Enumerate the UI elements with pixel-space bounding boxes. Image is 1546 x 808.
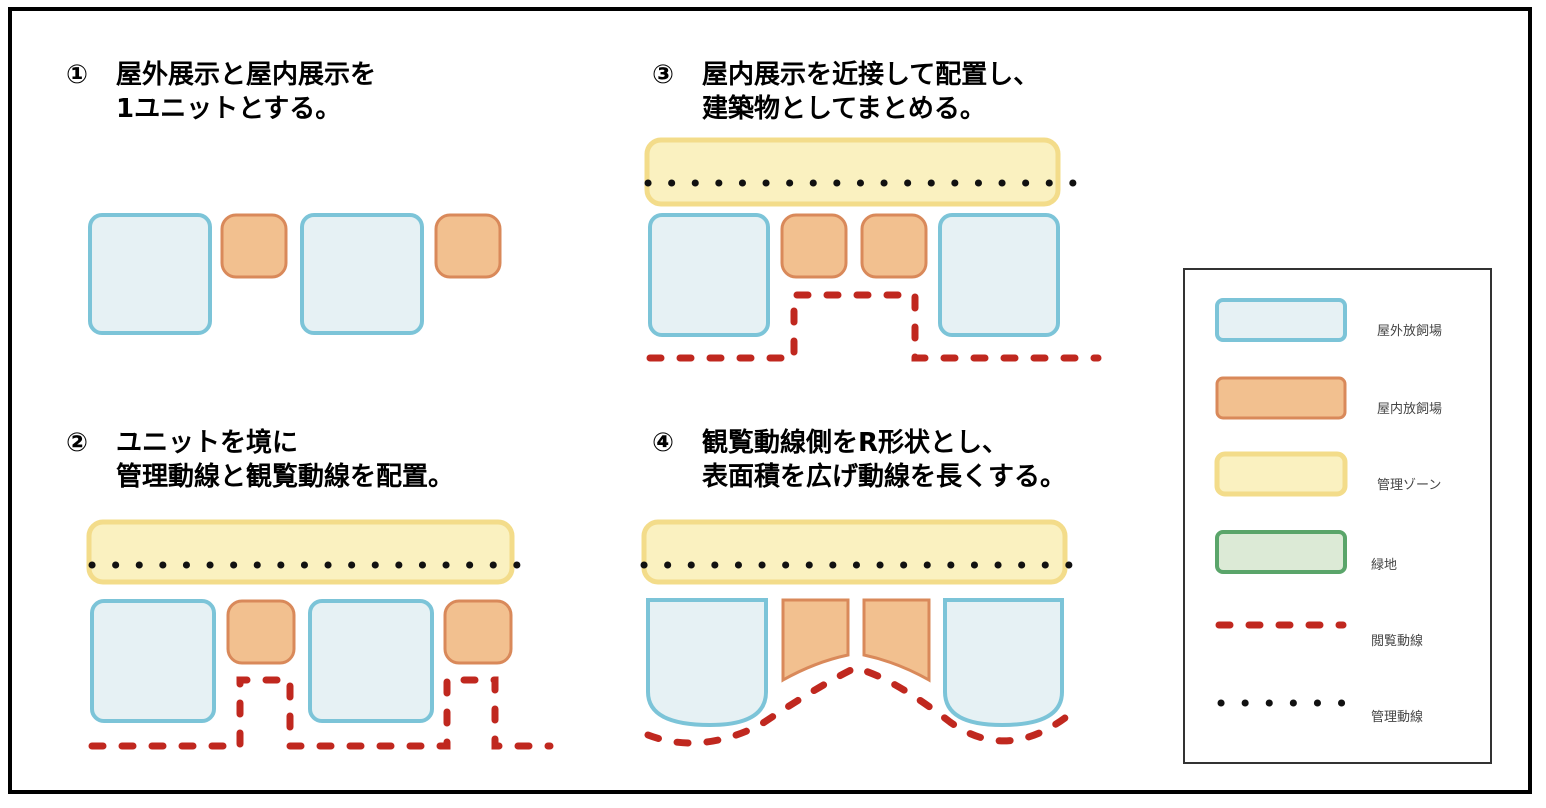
panel-1-line1: 屋外展示と屋内展示を	[116, 60, 377, 90]
panel-4-outdoor-enclosure-1	[646, 598, 768, 728]
panel-1-caption: ① 屋外展示と屋内展示を 1ユニットとする。	[66, 58, 376, 126]
panel-3-outdoor-enclosure-2	[938, 213, 1060, 337]
panel-2-management-zone	[86, 519, 515, 585]
panel-2-number: ②	[66, 428, 89, 458]
legend-green-swatch	[1215, 530, 1347, 574]
legend-label-management-zone: 管理ゾーン	[1377, 478, 1442, 493]
panel-2-indoor-enclosure-1	[226, 599, 296, 665]
legend-label-green: 緑地	[1371, 558, 1398, 573]
legend-management-zone-swatch	[1214, 451, 1348, 497]
panel-1-number: ①	[66, 60, 89, 90]
panel-4-indoor-enclosure-1	[781, 598, 850, 683]
legend-label-visitor-route: 閲覧動線	[1371, 634, 1424, 649]
legend-swatches	[1214, 298, 1349, 707]
panel-3-visitor-route	[646, 291, 1102, 362]
diagram-frame	[8, 7, 1532, 794]
panel-1-line2: 1ユニットとする。	[116, 94, 342, 124]
panel-4-diagram	[640, 519, 1092, 747]
panel-4-line1: 観覧動線側をR形状とし、	[702, 428, 1009, 458]
panel-2-outdoor-enclosure-1	[90, 599, 216, 723]
panel-3-number: ③	[652, 60, 675, 90]
panel-2-line1: ユニットを境に	[116, 428, 299, 458]
panel-3-indoor-enclosure-1	[780, 213, 848, 279]
panel-4-management-zone	[641, 519, 1068, 585]
panel-1-indoor-enclosure-1	[220, 213, 288, 279]
panel-1-outdoor-enclosure-2	[300, 213, 424, 335]
panel-2-indoor-enclosure-2	[443, 599, 513, 665]
panel-1-indoor-enclosure-2	[434, 213, 502, 279]
panel-4-outdoor-enclosure-2	[943, 598, 1064, 728]
panel-3-management-zone	[644, 137, 1061, 207]
legend: 屋外放飼場 屋内放飼場 管理ゾーン 緑地 閲覧動線 管理動線	[1183, 268, 1492, 764]
panel-2-outdoor-enclosure-2	[308, 599, 434, 723]
panel-3-line1: 屋内展示を近接して配置し、	[702, 60, 1040, 90]
panel-2-caption: ② ユニットを境に 管理動線と観覧動線を配置。	[66, 426, 454, 494]
panel-4-number: ④	[652, 428, 675, 458]
panel-3-caption: ③ 屋内展示を近接して配置し、 建築物としてまとめる。	[652, 58, 1039, 126]
legend-label-management-route: 管理動線	[1371, 710, 1424, 725]
legend-indoor-swatch	[1215, 376, 1347, 420]
panel-3-diagram	[644, 137, 1102, 362]
panel-2-diagram	[86, 519, 554, 750]
panel-4-visitor-route	[644, 664, 1079, 747]
panel-3-line2: 建築物としてまとめる。	[702, 94, 986, 124]
panel-2-line2: 管理動線と観覧動線を配置。	[116, 462, 455, 492]
panel-1-outdoor-enclosure-1	[88, 213, 212, 335]
panel-3-outdoor-enclosure-1	[648, 213, 770, 337]
legend-label-indoor: 屋内放飼場	[1377, 402, 1443, 417]
panel-4-indoor-enclosure-2	[862, 598, 931, 683]
panel-4-line2: 表面積を広げ動線を長くする。	[702, 462, 1067, 492]
panel-2-visitor-route	[88, 676, 554, 750]
panel-3-indoor-enclosure-2	[860, 213, 928, 279]
legend-outdoor-swatch	[1215, 298, 1347, 342]
panel-1-diagram	[88, 213, 502, 335]
legend-label-outdoor: 屋外放飼場	[1377, 324, 1443, 339]
panel-4-caption: ④ 観覧動線側をR形状とし、 表面積を広げ動線を長くする。	[652, 426, 1066, 494]
